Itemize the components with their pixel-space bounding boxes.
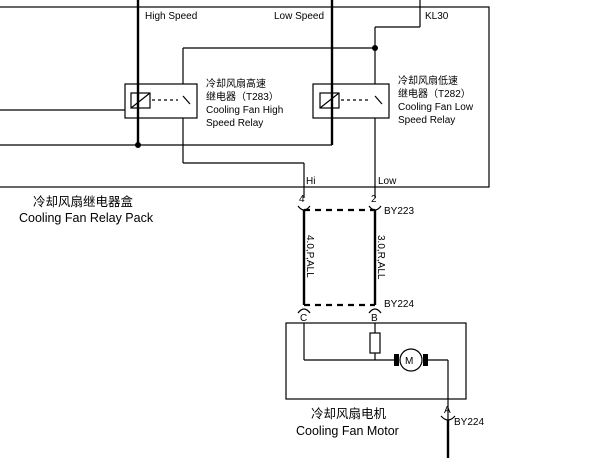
- relay-low-name-cn: 冷却风扇低速: [398, 74, 458, 87]
- motor-symbol-label: M: [405, 356, 413, 367]
- motor-name-cn: 冷却风扇电机: [311, 406, 387, 421]
- by224-pin-b: B: [371, 313, 378, 324]
- motor-resistor: [369, 332, 381, 354]
- low-relay-coil: [319, 92, 340, 109]
- by224-top-name: BY224: [384, 299, 414, 310]
- wire-right-label: 3.0,R,ALL: [375, 235, 386, 280]
- motor-symbol: [399, 348, 423, 372]
- relay-low-name-en-1: Cooling Fan Low: [398, 102, 474, 113]
- low-relay-coil-diag: [319, 92, 340, 109]
- high-speed-relay: [124, 83, 198, 119]
- by223-name: BY223: [384, 206, 414, 217]
- motor-brush-right: [423, 354, 428, 366]
- relay-high-name-cn: 冷却风扇高速: [206, 77, 266, 90]
- high-relay-coil-diag: [130, 92, 151, 109]
- relay-pack-title-cn: 冷却风扇继电器盒: [33, 194, 134, 209]
- by224-pin-c: C: [300, 313, 307, 324]
- relay-high-name-en-2: Speed Relay: [206, 118, 263, 129]
- label-low: Low: [378, 176, 397, 187]
- by224-right-bracket: [368, 308, 382, 314]
- by223-pin-right: 2: [371, 194, 377, 205]
- motor-brush-left: [394, 354, 399, 366]
- wire-left-label: 4.0,P,ALL: [304, 235, 315, 278]
- label-kl30: KL30: [425, 11, 449, 22]
- relay-high-name-cn-2: 继电器（T283）: [206, 90, 279, 103]
- low-speed-relay: [312, 83, 390, 119]
- label-low-speed: Low Speed: [274, 11, 324, 22]
- relay-low-name-cn-2: 继电器（T282）: [398, 87, 471, 100]
- relay-pack-box: [0, 6, 490, 188]
- by224-pin-a: A: [444, 405, 451, 416]
- motor-box: [285, 322, 467, 400]
- low-relay-contact: [374, 95, 383, 105]
- relay-low-name-en-2: Speed Relay: [398, 115, 455, 126]
- by224-bottom-name: BY224: [454, 417, 484, 428]
- relay-high-name-en-1: Cooling Fan High: [206, 105, 283, 116]
- by223-pin-left: 4: [299, 194, 305, 205]
- label-high-speed: High Speed: [145, 11, 197, 22]
- by224-left-bracket: [297, 308, 311, 314]
- label-hi: Hi: [306, 176, 315, 187]
- motor-name-en: Cooling Fan Motor: [296, 424, 399, 438]
- high-relay-coil: [130, 92, 151, 109]
- relay-pack-title-en: Cooling Fan Relay Pack: [19, 211, 154, 225]
- high-relay-contact: [182, 95, 191, 105]
